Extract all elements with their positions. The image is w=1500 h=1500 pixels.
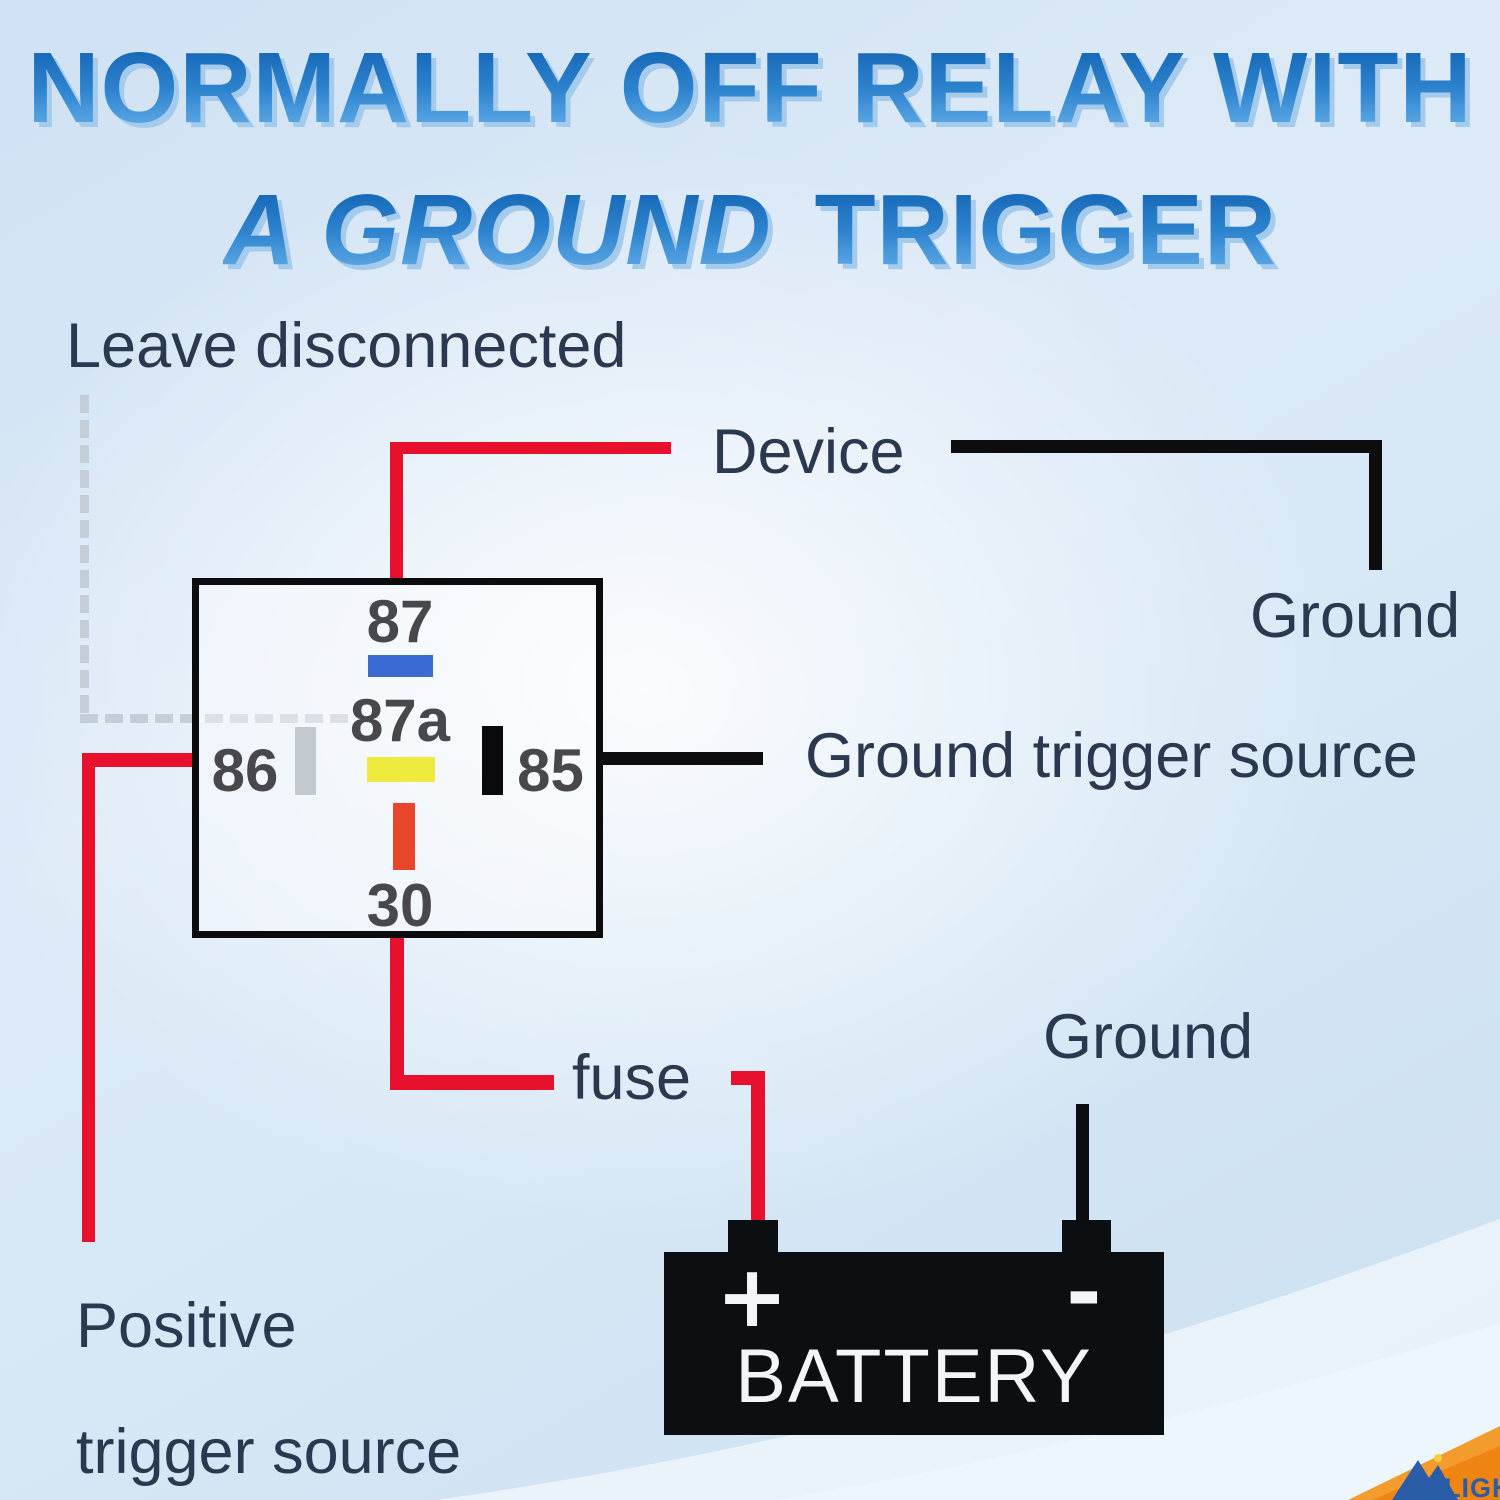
pin-label-86: 86 <box>211 737 279 804</box>
fuse-wire-red-vertical <box>751 1071 765 1222</box>
device-ground-wire-vertical <box>1369 440 1382 570</box>
pin-label-87a: 87a <box>349 687 451 754</box>
nilight-logo: LIGHT <box>1348 1426 1500 1500</box>
label-ground-right: Ground <box>1250 581 1461 651</box>
pin-label-85: 85 <box>517 737 584 804</box>
disconnected-wire-horizontal <box>80 714 352 723</box>
page-title-line1: NORMALLY OFF RELAY WITH <box>27 32 1473 144</box>
pin-terminal-87a <box>367 757 435 782</box>
label-positive-line2: trigger source <box>76 1417 462 1487</box>
device-wire-red-horizontal <box>390 442 671 454</box>
title-emphasis: A GROUND <box>223 180 786 280</box>
pin-terminal-85 <box>482 726 503 795</box>
pin-label-87: 87 <box>366 588 434 655</box>
positive-wire-red-horizontal <box>82 753 192 767</box>
disconnected-wire-vertical <box>80 395 89 719</box>
battery-terminal-negative <box>1062 1220 1111 1254</box>
device-ground-wire-horizontal <box>951 440 1382 453</box>
label-leave-disconnected: Leave disconnected <box>66 311 627 381</box>
battery-terminal-positive <box>728 1220 778 1254</box>
label-device: Device <box>712 417 905 487</box>
label-battery-ground: Ground <box>1043 1002 1254 1072</box>
positive-wire-red-vertical <box>82 753 95 1242</box>
battery-ground-wire <box>1076 1104 1089 1222</box>
label-ground-trigger-source: Ground trigger source <box>805 721 1418 791</box>
pin30-wire-red-horizontal <box>390 1075 554 1090</box>
pin-terminal-87 <box>368 655 433 677</box>
battery-plus-sign: + <box>716 1247 789 1347</box>
logo-text: LIGHT <box>1444 1473 1500 1500</box>
trigger-wire-black <box>603 752 763 765</box>
pin-terminal-30 <box>393 803 415 870</box>
pin30-wire-red-vertical <box>390 938 404 1090</box>
battery-minus-sign: - <box>1066 1243 1102 1343</box>
label-positive-line1: Positive <box>76 1291 297 1361</box>
label-fuse: fuse <box>572 1043 692 1113</box>
battery-label: BATTERY <box>735 1334 1093 1419</box>
device-wire-red-vertical <box>390 442 403 578</box>
pin-terminal-86 <box>295 727 316 795</box>
pin-label-30: 30 <box>366 872 434 939</box>
battery-body <box>664 1252 1164 1435</box>
page-title-line2: A GROUND TRIGGER <box>222 174 1278 286</box>
